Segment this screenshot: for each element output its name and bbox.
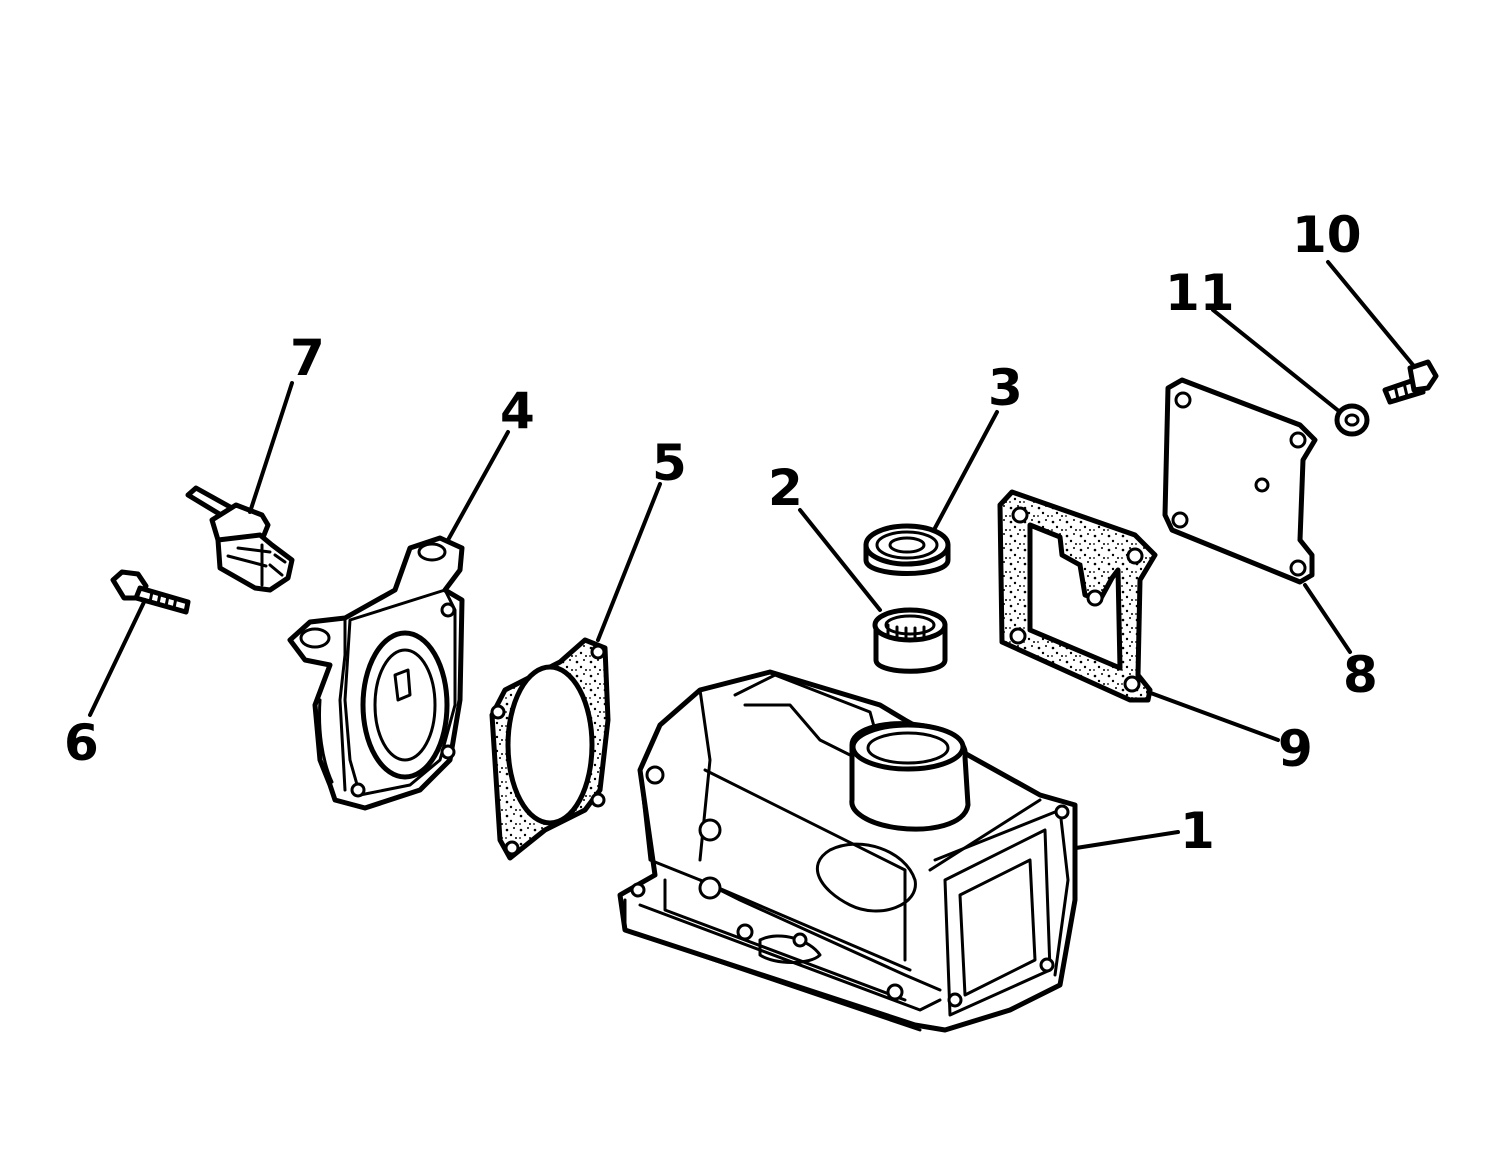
callout-6: 6 xyxy=(64,714,99,772)
callout-3: 3 xyxy=(988,359,1023,417)
leader-6 xyxy=(88,598,147,717)
callout-10: 10 xyxy=(1292,206,1362,264)
leader-3 xyxy=(933,410,999,530)
callout-5: 5 xyxy=(652,434,687,492)
part-3-seal[interactable] xyxy=(863,523,951,576)
callout-9: 9 xyxy=(1278,720,1313,778)
part-4-end-cover[interactable] xyxy=(287,535,465,811)
leader-2 xyxy=(798,508,882,612)
leader-5 xyxy=(596,482,662,642)
leader-7 xyxy=(248,381,294,514)
leader-4 xyxy=(446,430,510,542)
callout-8: 8 xyxy=(1343,646,1378,704)
part-5-gasket[interactable] xyxy=(489,637,611,861)
part-9-gasket[interactable] xyxy=(997,489,1158,703)
part-8-cover-plate[interactable] xyxy=(1162,377,1318,585)
leader-10 xyxy=(1326,260,1415,367)
leader-lines xyxy=(88,260,1415,850)
part-11-washer[interactable] xyxy=(1334,403,1370,437)
callout-7: 7 xyxy=(290,329,325,387)
callout-11: 11 xyxy=(1165,264,1235,322)
part-1-housing[interactable] xyxy=(617,669,1078,1033)
part-6-bolt[interactable] xyxy=(110,569,191,615)
part-2-bearing[interactable] xyxy=(872,607,948,674)
callout-4: 4 xyxy=(500,382,535,440)
leader-9 xyxy=(1146,690,1280,742)
part-10-screw[interactable] xyxy=(1382,359,1439,405)
leader-8 xyxy=(1303,583,1352,654)
leader-1 xyxy=(1074,830,1180,850)
callout-labels: 1 2 3 4 5 6 7 8 9 10 11 xyxy=(64,206,1378,860)
callout-1: 1 xyxy=(1180,802,1215,860)
part-7-sender[interactable] xyxy=(185,485,295,593)
callout-2: 2 xyxy=(768,459,803,517)
leader-11 xyxy=(1211,308,1342,414)
